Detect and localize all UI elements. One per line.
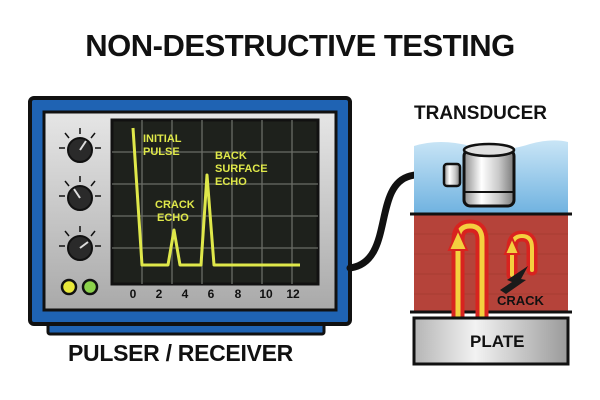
echo-trace: [131, 127, 300, 267]
x-tick-label: 10: [259, 287, 273, 301]
crack-label: CRACK: [497, 293, 544, 308]
x-tick-label: 4: [182, 287, 189, 301]
x-tick-label: 12: [286, 287, 300, 301]
screen-x-axis-ticks: 0 2 4 6 8 10 12: [130, 287, 300, 301]
reflect-arrow-head: [503, 235, 521, 255]
pulser-receiver-unit: INITIAL PULSE CRACK ECHO BACK SURFACE EC…: [28, 96, 352, 336]
transducer-label: TRANSDUCER: [414, 103, 547, 124]
initial-pulse-label-line2: PULSE: [143, 146, 180, 158]
indicator-light-yellow: [60, 278, 78, 296]
up-arrow-head: [447, 227, 469, 251]
page-title: NON-DESTRUCTIVE TESTING: [85, 28, 515, 63]
screen-grid: [112, 120, 318, 284]
x-tick-label: 2: [156, 287, 163, 301]
plate-assembly: [410, 140, 572, 366]
transducer-probe: [442, 142, 516, 208]
x-tick-label: 6: [208, 287, 215, 301]
crack-echo-label-line2: ECHO: [157, 212, 189, 224]
crack-echo-label-line1: CRACK: [155, 199, 195, 211]
indicator-light-green: [81, 278, 99, 296]
oscilloscope-screen: INITIAL PULSE CRACK ECHO BACK SURFACE EC…: [110, 118, 320, 286]
knob-1[interactable]: [59, 128, 101, 163]
pulser-receiver-label: PULSER / RECEIVER: [68, 340, 293, 366]
plate-label: PLATE: [470, 332, 525, 351]
back-surface-echo-label-line2: SURFACE: [215, 163, 268, 175]
x-tick-label: 0: [130, 287, 137, 301]
plate-base: [412, 316, 570, 366]
back-surface-echo-label-line3: ECHO: [215, 176, 247, 188]
crack-mark: [500, 266, 528, 294]
x-tick-label: 8: [235, 287, 242, 301]
test-plate: [414, 214, 568, 312]
knob-3[interactable]: [59, 226, 101, 261]
plate-texture: [414, 233, 568, 295]
back-surface-echo-label-line1: BACK: [215, 150, 247, 162]
knob-2[interactable]: [59, 176, 101, 211]
initial-pulse-label-line1: INITIAL: [143, 133, 182, 145]
